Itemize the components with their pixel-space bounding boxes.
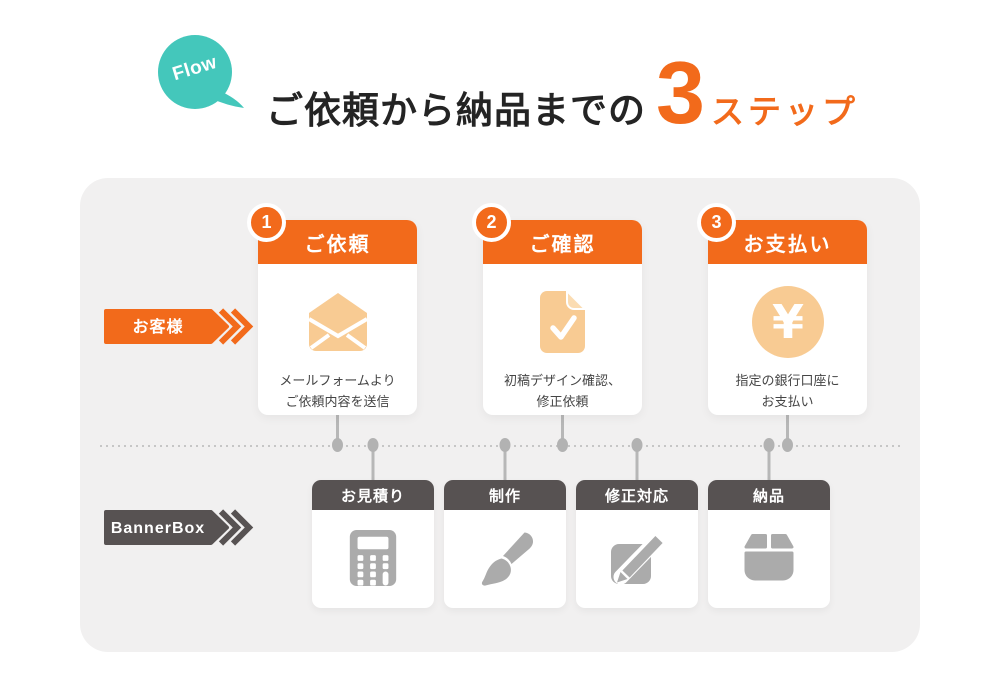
document-check-icon	[539, 291, 586, 353]
flow-panel: お客様 BannerBox 1 ご依頼 メールフォームより ご依頼内容を送信	[80, 178, 920, 652]
task-card-delivery: 納品	[708, 480, 830, 608]
task-card-production: 制作	[444, 480, 566, 608]
task-card-revision: 修正対応	[576, 480, 698, 608]
yen-circle-icon: ¥	[751, 286, 824, 358]
step-number-badge: 2	[472, 203, 511, 242]
task-card-title: 修正対応	[576, 480, 698, 510]
title-step-count: 3	[656, 43, 705, 142]
step-description: 初稿デザイン確認、 修正依頼	[503, 373, 621, 410]
title-prefix: ご依頼から納品までの	[266, 90, 646, 131]
page-header: Flow ご依頼から納品までの 3 ステップ	[156, 32, 859, 142]
task-card-estimate: お見積り	[312, 480, 434, 608]
provider-row-label-text: BannerBox	[111, 520, 205, 537]
svg-text:¥: ¥	[771, 295, 803, 349]
customer-row-label: お客様	[104, 308, 254, 345]
step-description: 指定の銀行口座に お支払い	[735, 373, 840, 410]
customer-row-label-text: お客様	[132, 317, 183, 336]
flow-speech-bubble: Flow	[156, 32, 248, 122]
edit-pencil-icon	[611, 534, 663, 585]
open-mail-icon	[307, 293, 368, 351]
provider-row-label: BannerBox	[104, 509, 254, 546]
calculator-icon	[349, 530, 397, 586]
title-suffix: ステップ	[710, 93, 859, 130]
step-description: メールフォームより ご依頼内容を送信	[279, 373, 396, 410]
step-number-badge: 3	[697, 203, 736, 242]
speech-bubble-icon	[158, 35, 244, 109]
task-card-title: 制作	[444, 480, 566, 510]
paint-brush-icon	[481, 532, 534, 586]
step-card-request: 1 ご依頼 メールフォームより ご依頼内容を送信	[247, 203, 417, 415]
step-card-confirm: 2 ご確認 初稿デザイン確認、 修正依頼	[472, 203, 642, 415]
step-number-badge: 1	[247, 203, 286, 242]
page-title: ご依頼から納品までの 3 ステップ	[266, 32, 859, 142]
package-box-icon	[744, 534, 794, 581]
task-card-title: お見積り	[312, 480, 434, 510]
task-card-title: 納品	[708, 480, 830, 510]
step-card-payment: 3 お支払い ¥ 指定の銀行口座に お支払い	[697, 203, 867, 415]
